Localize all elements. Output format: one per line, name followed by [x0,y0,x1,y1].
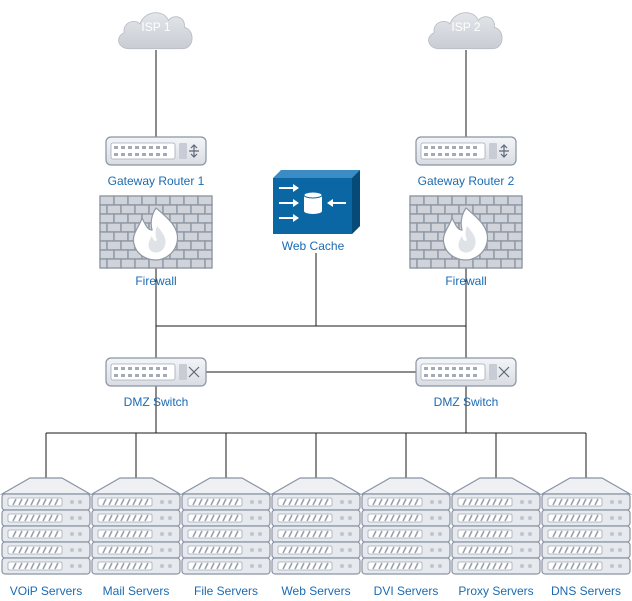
firewall-1-label: Firewall [135,274,177,288]
dmz-switch-1-icon [105,357,207,387]
web-cache-label: Web Cache [281,239,345,253]
server-rack-icon [451,477,541,575]
firewall-2-label: Firewall [445,274,487,288]
dns-servers-label: DNS Servers [550,584,622,598]
voip-servers-label: VOiP Servers [9,584,83,598]
gateway-router-1-label: Gateway Router 1 [107,174,205,188]
dmz-switch-2-icon [415,357,517,387]
dmz-switch-1-label: DMZ Switch [123,395,189,409]
server-rack-icon [1,477,91,575]
server-rack-icon [181,477,271,575]
switch-arrows-icon [498,366,510,378]
isp2-label: ISP 2 [451,20,481,34]
gateway-router-2-label: Gateway Router 2 [417,174,515,188]
firewall-2-icon [409,195,523,269]
server-rack-icon [541,477,631,575]
web-cache-icon [273,170,360,234]
proxy-servers-label: Proxy Servers [458,584,534,598]
file-servers-label: File Servers [193,584,259,598]
server-rack-icon [361,477,451,575]
server-rack-icon [271,477,361,575]
connection-lines [45,50,587,478]
firewall-1-icon [99,195,213,269]
dvi-servers-label: DVI Servers [373,584,439,598]
isp1-label: ISP 1 [141,20,171,34]
server-rack-icon [91,477,181,575]
router-arrows-icon [499,144,509,158]
router-arrows-icon [189,144,199,158]
dmz-switch-2-label: DMZ Switch [433,395,499,409]
web-servers-label: Web Servers [281,584,351,598]
mail-servers-label: Mail Servers [102,584,170,598]
switch-arrows-icon [188,366,200,378]
